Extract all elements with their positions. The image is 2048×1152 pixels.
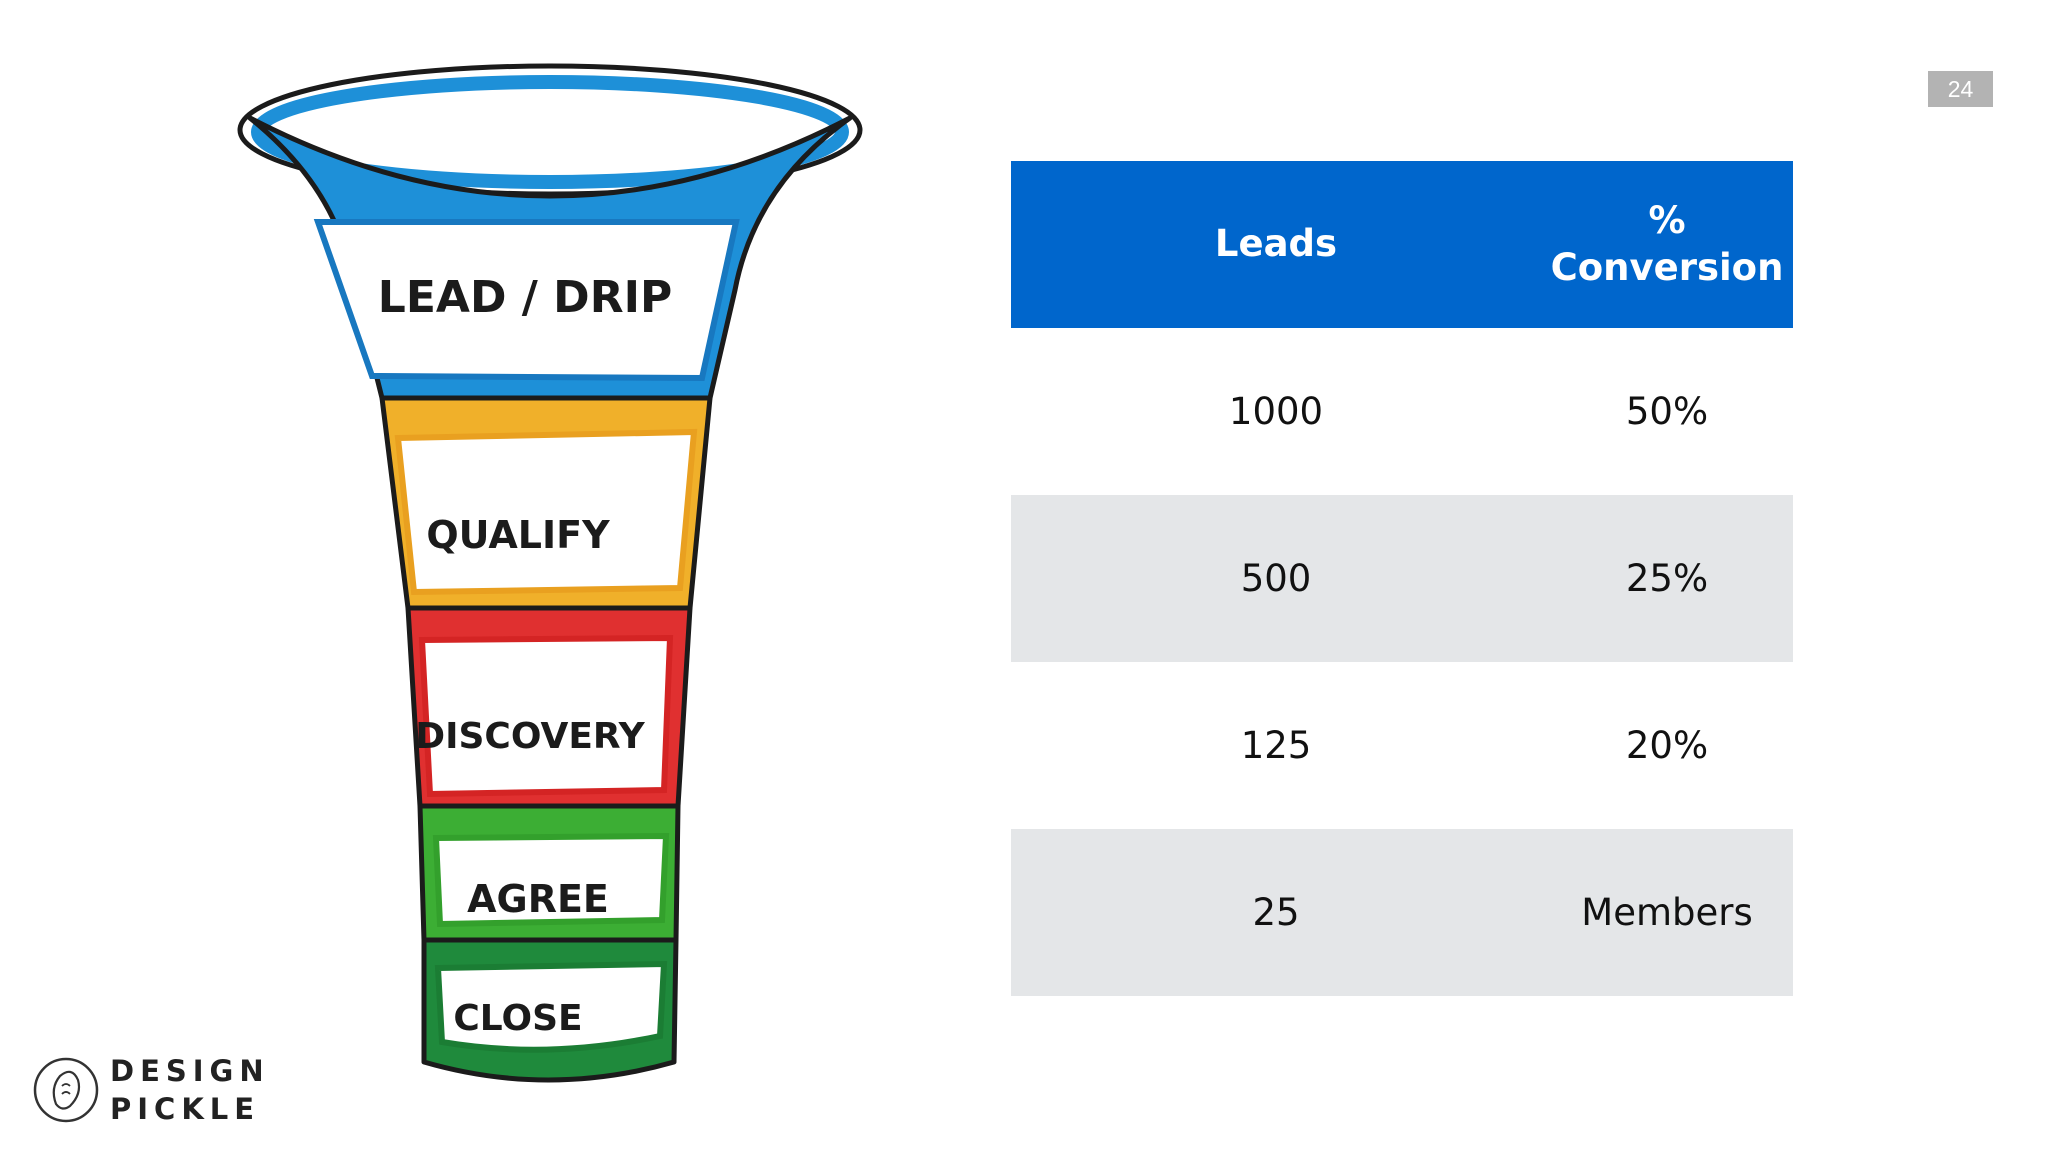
stage-label-lead-drip: LEAD / DRIP [378,272,672,323]
pickle-logo-icon [33,1057,99,1123]
design-pickle-logo: DESIGN PICKLE [32,1052,292,1127]
table-row: 1000 50% [1011,328,1793,495]
cell-conversion: 20% [1625,724,1709,767]
leads-conversion-table: Leads % Conversion 1000 50% 500 25% 125 … [1011,161,1793,996]
cell-conversion: 50% [1625,390,1709,433]
cell-leads: 125 [1240,724,1312,767]
cell-leads: 1000 [1228,390,1324,433]
header-conversion-symbol: % [1648,199,1686,243]
table-row: 25 Members [1011,829,1793,996]
header-leads: Leads [1011,161,1541,328]
stage-agree-box [432,832,670,928]
logo-wordmark: DESIGN PICKLE [110,1052,270,1128]
header-conversion: % Conversion [1541,161,1793,328]
cell-leads: 25 [1011,829,1541,996]
stage-label-qualify: QUALIFY [426,513,610,557]
cell-conversion: Members [1541,829,1793,996]
funnel-rim-inner [251,75,849,189]
cell-conversion: 25% [1541,495,1793,662]
stage-close-box [434,960,668,1053]
stage-discovery-box [418,634,674,798]
header-conversion-label: Conversion [1550,245,1784,289]
logo-line-design: DESIGN [110,1054,270,1088]
table-row: 125 20% [1011,662,1793,829]
stage-qualify-box [394,428,698,596]
stage-label-close: CLOSE [453,998,582,1039]
cell-leads: 500 [1011,495,1541,662]
stage-label-agree: AGREE [467,877,609,921]
table-header-row: Leads % Conversion [1011,161,1793,328]
page-number: 24 [1928,71,1993,107]
logo-line-pickle: PICKLE [110,1092,261,1126]
stage-label-discovery: DISCOVERY [415,716,645,757]
table-row: 500 25% [1011,495,1793,662]
stage-lead-drip-box [313,219,740,382]
sales-funnel-diagram: LEAD / DRIP QUALIFY DISCOVERY AGREE CLOS… [237,63,863,1083]
